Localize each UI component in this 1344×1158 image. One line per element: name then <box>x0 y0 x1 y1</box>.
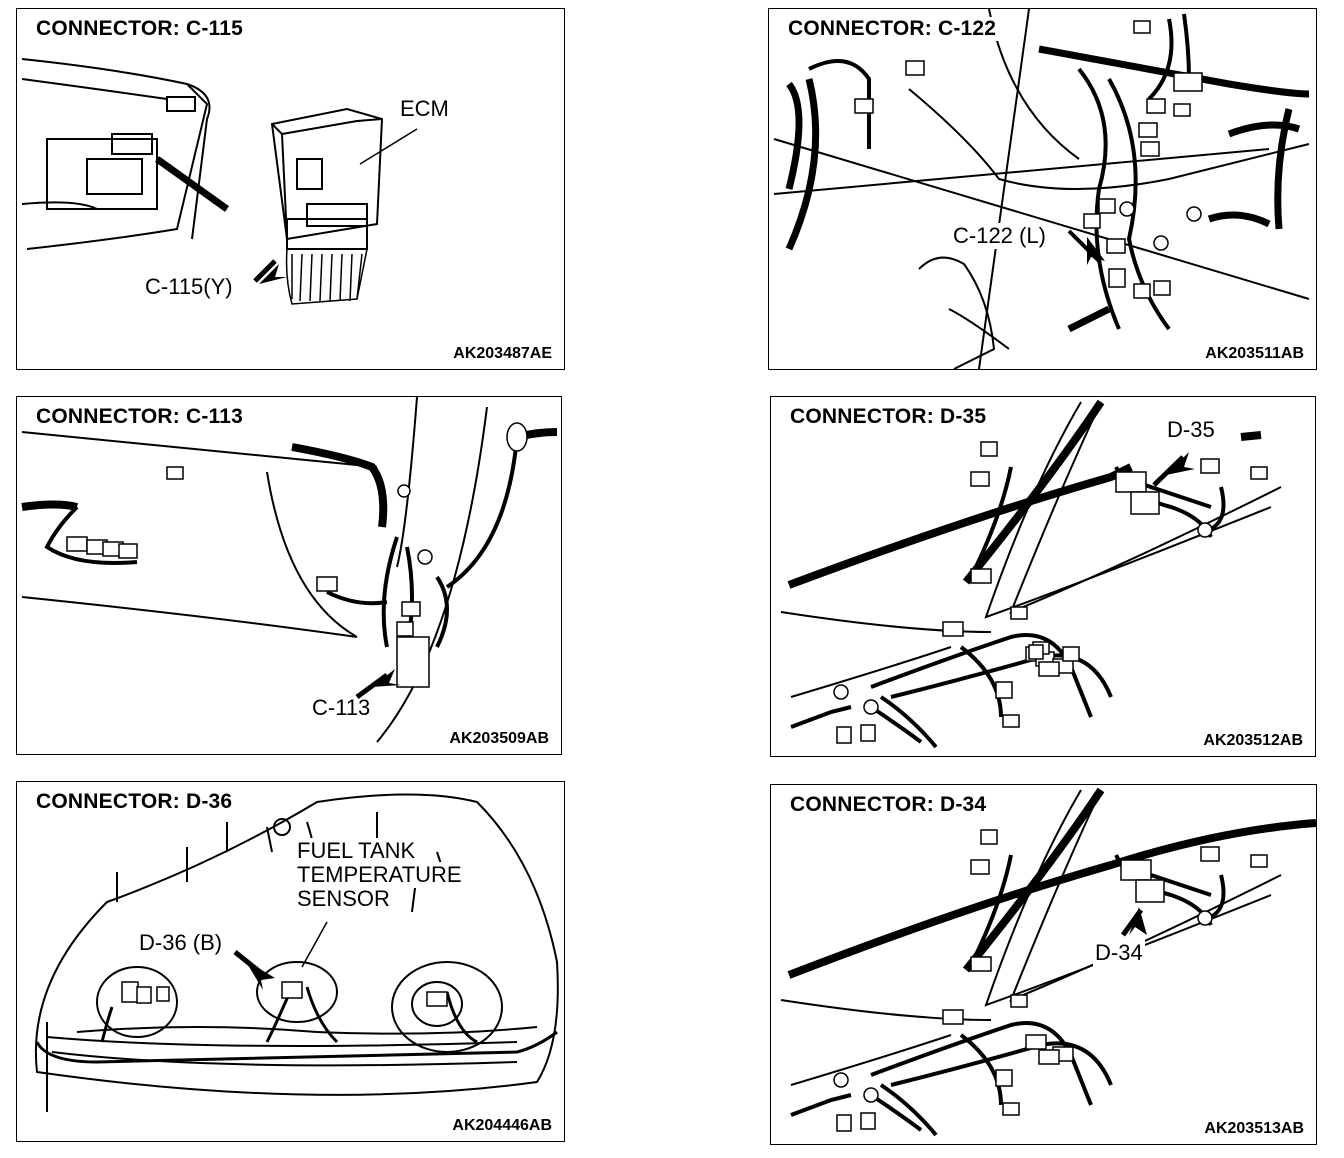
ecm-label: ECM <box>400 96 449 121</box>
figure-code: AK203513AB <box>1204 1120 1304 1137</box>
connector-panel-d34: CONNECTOR: D-34 D-34 AK203513AB <box>770 784 1317 1145</box>
panel-title: CONNECTOR: C-122 <box>785 17 1000 41</box>
connector-label: D-36 (B) <box>137 930 225 956</box>
panel-title: CONNECTOR: D-36 <box>33 790 236 814</box>
panel-title: CONNECTOR: D-34 <box>787 793 990 817</box>
panel-title: CONNECTOR: C-115 <box>33 17 247 41</box>
harness-illustration <box>780 787 1316 1137</box>
harness-illustration <box>21 397 558 743</box>
figure-code: AK204446AB <box>452 1117 552 1134</box>
panel-title: CONNECTOR: D-35 <box>787 405 990 429</box>
connector-panel-d36: CONNECTOR: D-36 FUEL TANK TEMPERATURE SE… <box>16 781 565 1142</box>
figure-code: AK203509AB <box>449 730 549 747</box>
connector-label: C-115(Y) <box>145 274 233 299</box>
connector-panel-d35: CONNECTOR: D-35 D-35 AK203512AB <box>770 396 1316 757</box>
sensor-label-line3: SENSOR <box>295 886 392 912</box>
connector-panel-c113: CONNECTOR: C-113 C-113 AK203509AB <box>16 396 562 755</box>
connector-label: D-34 <box>1093 940 1145 966</box>
connector-label: C-113 <box>312 695 371 720</box>
connector-panel-c115: CONNECTOR: C-115 ECM C-115(Y) AK203487AE <box>16 8 565 370</box>
ecm-location-illustration <box>21 58 418 305</box>
connector-panel-c122: CONNECTOR: C-122 C-122 (L) AK203511AB <box>768 8 1317 370</box>
figure-code: AK203511AB <box>1205 345 1304 362</box>
harness-illustration <box>780 399 1282 749</box>
figure-code: AK203512AB <box>1203 732 1303 749</box>
fuel-tank-illustration <box>34 793 559 1112</box>
figure-code: AK203487AE <box>453 345 552 362</box>
panel-title: CONNECTOR: C-113 <box>33 405 247 429</box>
harness-illustration <box>773 9 1310 369</box>
connector-label: D-35 <box>1167 417 1215 442</box>
sensor-label-line2: TEMPERATURE <box>295 862 464 888</box>
sensor-label-line1: FUEL TANK <box>295 838 418 864</box>
connector-label: C-122 (L) <box>951 223 1048 249</box>
